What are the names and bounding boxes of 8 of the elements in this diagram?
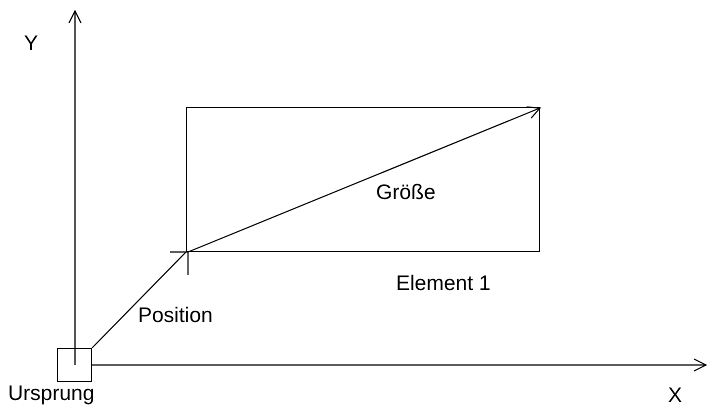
axis-label: Y bbox=[24, 33, 38, 54]
connector-line bbox=[92, 252, 186, 348]
element-rectangle bbox=[186, 107, 540, 252]
vector-label: Größe bbox=[376, 182, 436, 203]
origin-square bbox=[57, 348, 92, 382]
node-caption: Ursprung bbox=[8, 383, 94, 404]
node-caption: Element 1 bbox=[396, 273, 491, 294]
axis-label: X bbox=[668, 385, 682, 406]
